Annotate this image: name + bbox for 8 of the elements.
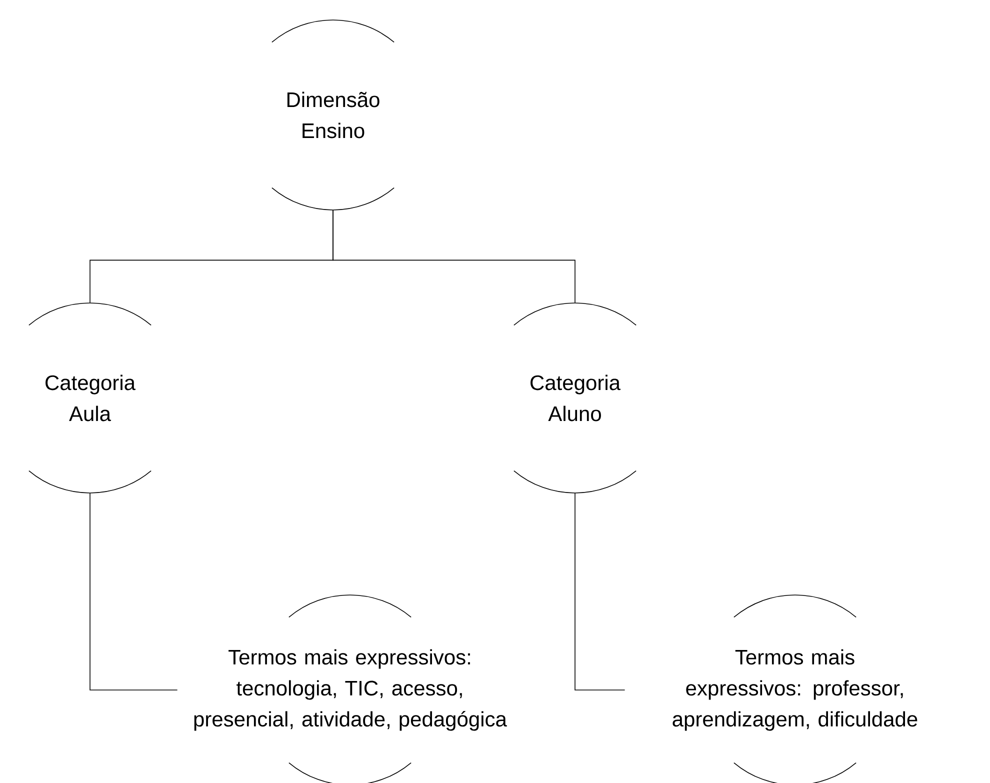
arc-node: Termos mais expressivos: professor, aprendizagem, dificuldade (672, 594, 918, 783)
arc-node: Termos mais expressivos: tecnologia, TIC, acesso, presencial, atividade, pedagógica (194, 594, 507, 783)
connector (574, 492, 626, 690)
arc-node: Categoria Aula (28, 302, 152, 494)
connector (90, 492, 178, 690)
arc-node: Categoria Aluno (514, 302, 636, 494)
arc-node: Dimensão Ensino (272, 20, 394, 210)
connector (332, 210, 576, 304)
